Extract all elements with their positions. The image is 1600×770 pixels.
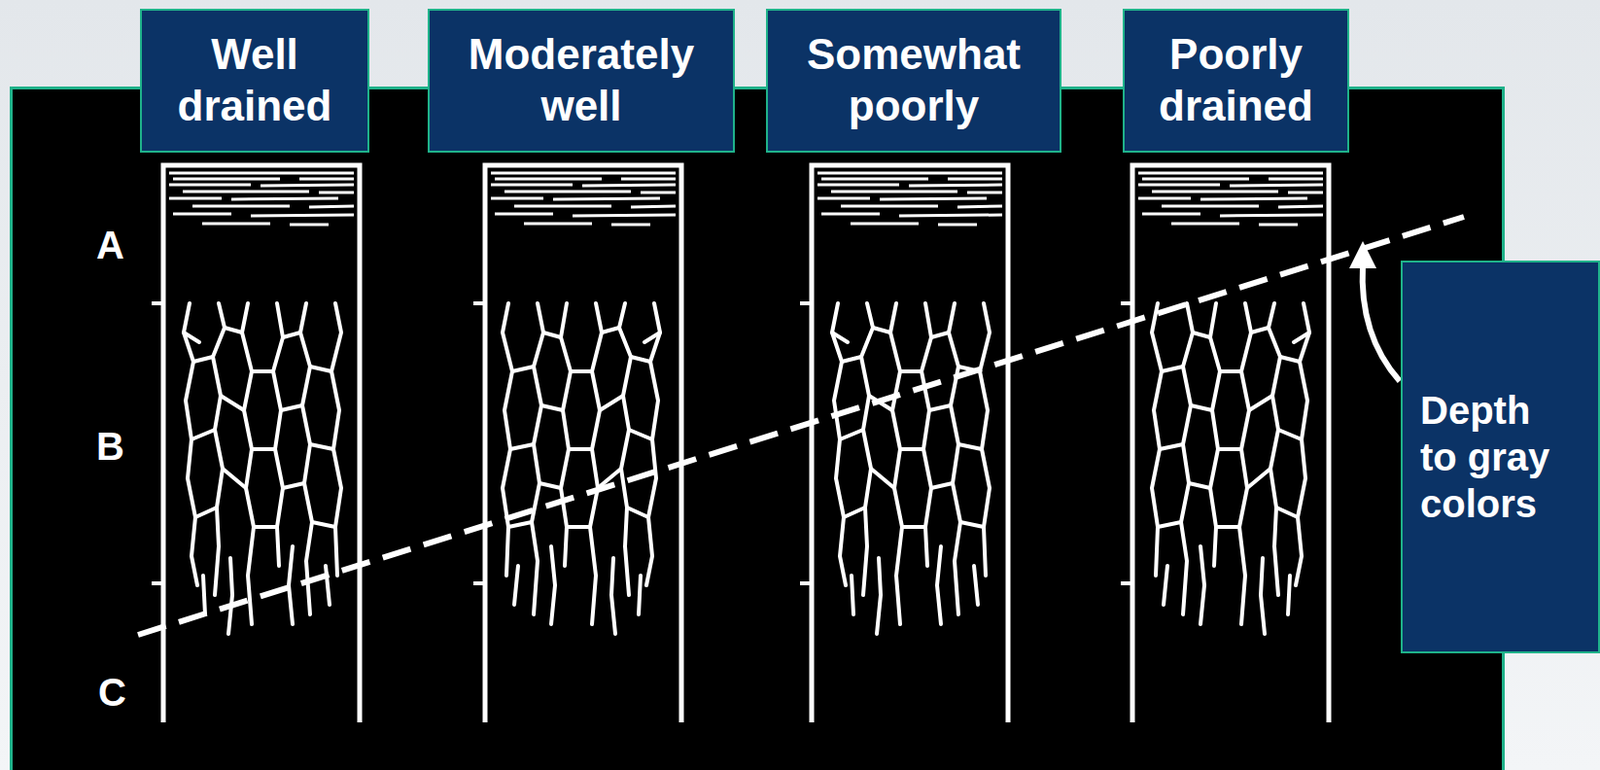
- drainage-class-label: Well drained: [147, 29, 362, 133]
- drainage-class-label: Somewhat poorly: [773, 29, 1054, 133]
- horizon-letter: B: [96, 426, 125, 466]
- callout-box: Depth to gray colors: [1400, 260, 1600, 654]
- drainage-class-label: Poorly drained: [1130, 29, 1342, 133]
- horizon-letter: C: [98, 672, 127, 712]
- drainage-class-box: Well drained: [139, 8, 370, 153]
- callout-text: Depth to gray colors: [1420, 386, 1566, 527]
- drainage-class-box: Moderately well: [427, 8, 735, 153]
- horizon-letter: A: [96, 225, 125, 265]
- drainage-class-box: Somewhat poorly: [765, 8, 1062, 153]
- drainage-class-box: Poorly drained: [1122, 8, 1350, 153]
- soil-panel: [9, 86, 1505, 770]
- drainage-class-label: Moderately well: [435, 29, 728, 133]
